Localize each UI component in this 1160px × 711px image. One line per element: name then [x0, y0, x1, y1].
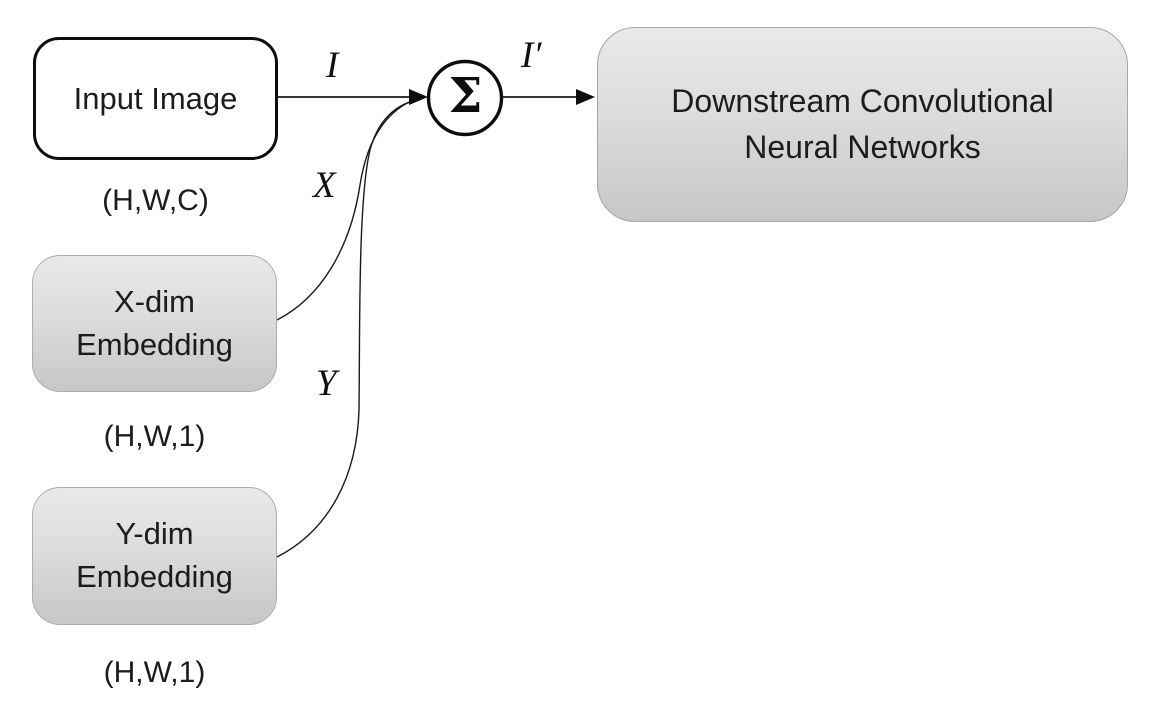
arrowhead-into-sum-icon [409, 89, 428, 105]
y-embedding-line1: Y-dim [115, 516, 194, 552]
x-embedding-line1: X-dim [114, 283, 195, 319]
node-y-dim-embedding: Y-dim Embedding [32, 487, 277, 625]
x-embedding-line2: Embedding [76, 326, 233, 362]
edge-y-to-sum [276, 99, 419, 558]
arrowhead-into-downstream-icon [576, 89, 595, 105]
edge-label-x: X [313, 165, 336, 206]
node-x-dim-embedding: X-dim Embedding [32, 255, 277, 392]
sigma-icon: Σ [448, 68, 483, 124]
y-embedding-label: Y-dim Embedding [76, 513, 233, 599]
node-downstream-cnn: Downstream Convolutional Neural Networks [597, 27, 1128, 222]
x-embedding-shape-dim: (H,W,1) [103, 420, 206, 453]
edge-x-to-sum [276, 97, 419, 321]
sum-node-circle [426, 59, 504, 137]
edge-label-i: I [326, 45, 339, 86]
y-embedding-shape-dim: (H,W,1) [103, 656, 206, 689]
x-embedding-label: X-dim Embedding [76, 281, 233, 367]
edge-label-i-prime: I′ [521, 35, 542, 76]
node-input-image: Input Image [33, 37, 278, 160]
downstream-label: Downstream Convolutional Neural Networks [671, 79, 1053, 170]
input-image-label: Input Image [73, 80, 238, 116]
downstream-line2: Neural Networks [744, 128, 981, 165]
y-embedding-line2: Embedding [76, 559, 233, 594]
edge-label-y: Y [316, 363, 337, 404]
input-image-shape-dim: (H,W,C) [102, 184, 209, 217]
downstream-line1: Downstream Convolutional [671, 83, 1054, 120]
